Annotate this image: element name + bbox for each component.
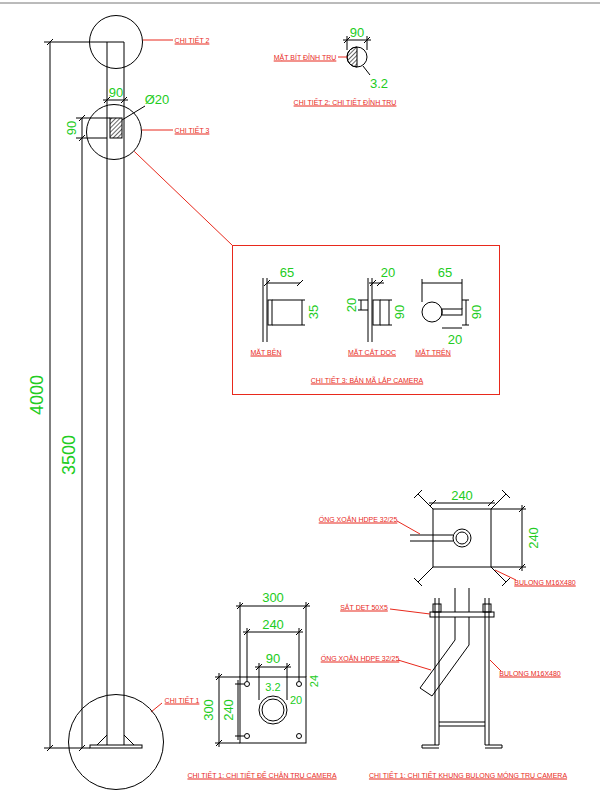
dimension-value: 300: [262, 591, 284, 604]
dimension-value: 90: [266, 652, 280, 665]
dimension-value: 65: [280, 266, 294, 279]
part-note: MẶT BÊN: [251, 349, 282, 356]
dimension-value: 20: [345, 298, 358, 312]
dimension-value: 24: [309, 675, 320, 687]
dimension-value: 240: [262, 618, 284, 631]
callout-label: CHI TIẾT 3: [175, 127, 210, 134]
leader-connector: [134, 151, 232, 245]
dimension-value: 20: [381, 266, 395, 279]
dimension-value: Ø20: [145, 93, 170, 106]
part-note: BULONG M16X480: [514, 579, 575, 586]
part-note: CHI TIẾT 1: CHI TIẾT ĐẾ CHÂN TRỤ CAMERA: [187, 772, 336, 779]
detail-circle: CHI TIẾT 3: [86, 104, 142, 160]
part-note: ỐNG XOẮN HDPE 32/25: [319, 516, 398, 523]
dimension-value: 90: [470, 305, 483, 319]
dimension-value: 90: [350, 26, 364, 39]
callout-label: CHI TIẾT 1: [165, 697, 200, 704]
part-note: CHI TIẾT 1: CHI TIẾT KHUNG BULONG MÓNG T…: [369, 772, 567, 779]
dimension-value: 65: [438, 266, 452, 279]
detail-frame: CHI TIẾT 3: BẢN MÃ LẮP CAMERA: [232, 245, 500, 395]
dimension-value: 240: [527, 527, 540, 549]
part-note: MẶT CẮT DỌC: [348, 349, 396, 356]
dimension-value: 90: [109, 86, 123, 99]
dimension-value: 3.2: [265, 682, 280, 693]
circle-outline: [68, 694, 164, 790]
dimension-value: 90: [65, 121, 78, 135]
part-note: BULONG M16X480: [499, 670, 560, 677]
dimension-value: 300: [202, 699, 215, 721]
part-note: ỐNG XOẮN HDPE 32/25: [321, 655, 400, 662]
dimension-value: 20: [448, 333, 462, 346]
circle-outline: [86, 104, 142, 160]
circle-outline: [89, 15, 143, 69]
part-note: CHI TIẾT 2: CHI TIẾT ĐỈNH TRỤ: [294, 99, 397, 106]
dimension-value: 20: [290, 695, 302, 706]
detail-caption: CHI TIẾT 3: BẢN MÃ LẮP CAMERA: [311, 377, 423, 384]
dimension-value: 90: [393, 305, 406, 319]
dimension-value: 240: [222, 699, 235, 721]
part-note: MẶT BÍT ĐỈNH TRỤ: [274, 54, 337, 61]
dimension-value: 4000: [28, 375, 46, 415]
detail-circle: CHI TIẾT 2: [89, 15, 143, 69]
part-note: MẶT TRÊN: [415, 349, 451, 356]
dimension-value: 240: [451, 489, 473, 502]
dimension-value: 3500: [60, 435, 78, 475]
dimension-value: 35: [307, 305, 320, 319]
part-note: SẮT DẸT 50X5: [340, 604, 388, 611]
callout-label: CHI TIẾT 2: [175, 37, 210, 44]
dimension-value: 3.2: [370, 77, 388, 90]
detail-circle: CHI TIẾT 1: [68, 694, 164, 790]
